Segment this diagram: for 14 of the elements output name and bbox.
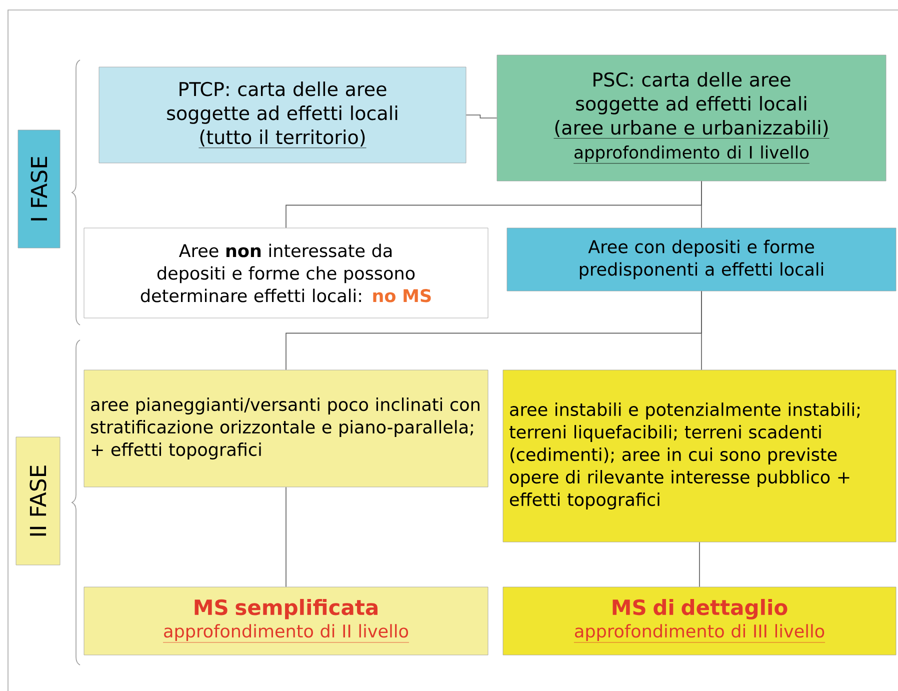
phase-label-box: I FASE [18,130,60,248]
process-box: Aree non interessate da depositi e forme che possono determinare effetti locali: no MS [84,228,488,318]
process-box: PTCP: carta delle aree soggette ad effetti locali (tutto il territorio) [98,66,466,164]
phase-label-box: II FASE [16,436,60,566]
connector [466,114,498,118]
process-box: PSC: carta delle aree soggette ad effetti locali (aree urbane e urbanizzabili) approfondimento di I livello [496,54,886,182]
connector [699,542,700,588]
result-box: MS semplificata approfondimento di II livello [84,586,488,656]
connector [701,180,702,228]
result-box: MS di dettaglio approfondimento di III livello [502,586,896,656]
process-box: Aree con depositi e forme predisponenti a effetti locali [506,228,896,292]
connector [701,290,702,370]
process-box: aree pianeggianti/versanti poco inclinati con stratificazione orizzontale e piano-parallela; + effetti topografici [84,370,488,488]
process-box: aree instabili e potenzialmente instabili; terreni liquefacibili; terreni scadenti (cedimenti); aree in cui sono previste opere di rilevante interesse pubblico + effetti topografici [502,370,896,542]
